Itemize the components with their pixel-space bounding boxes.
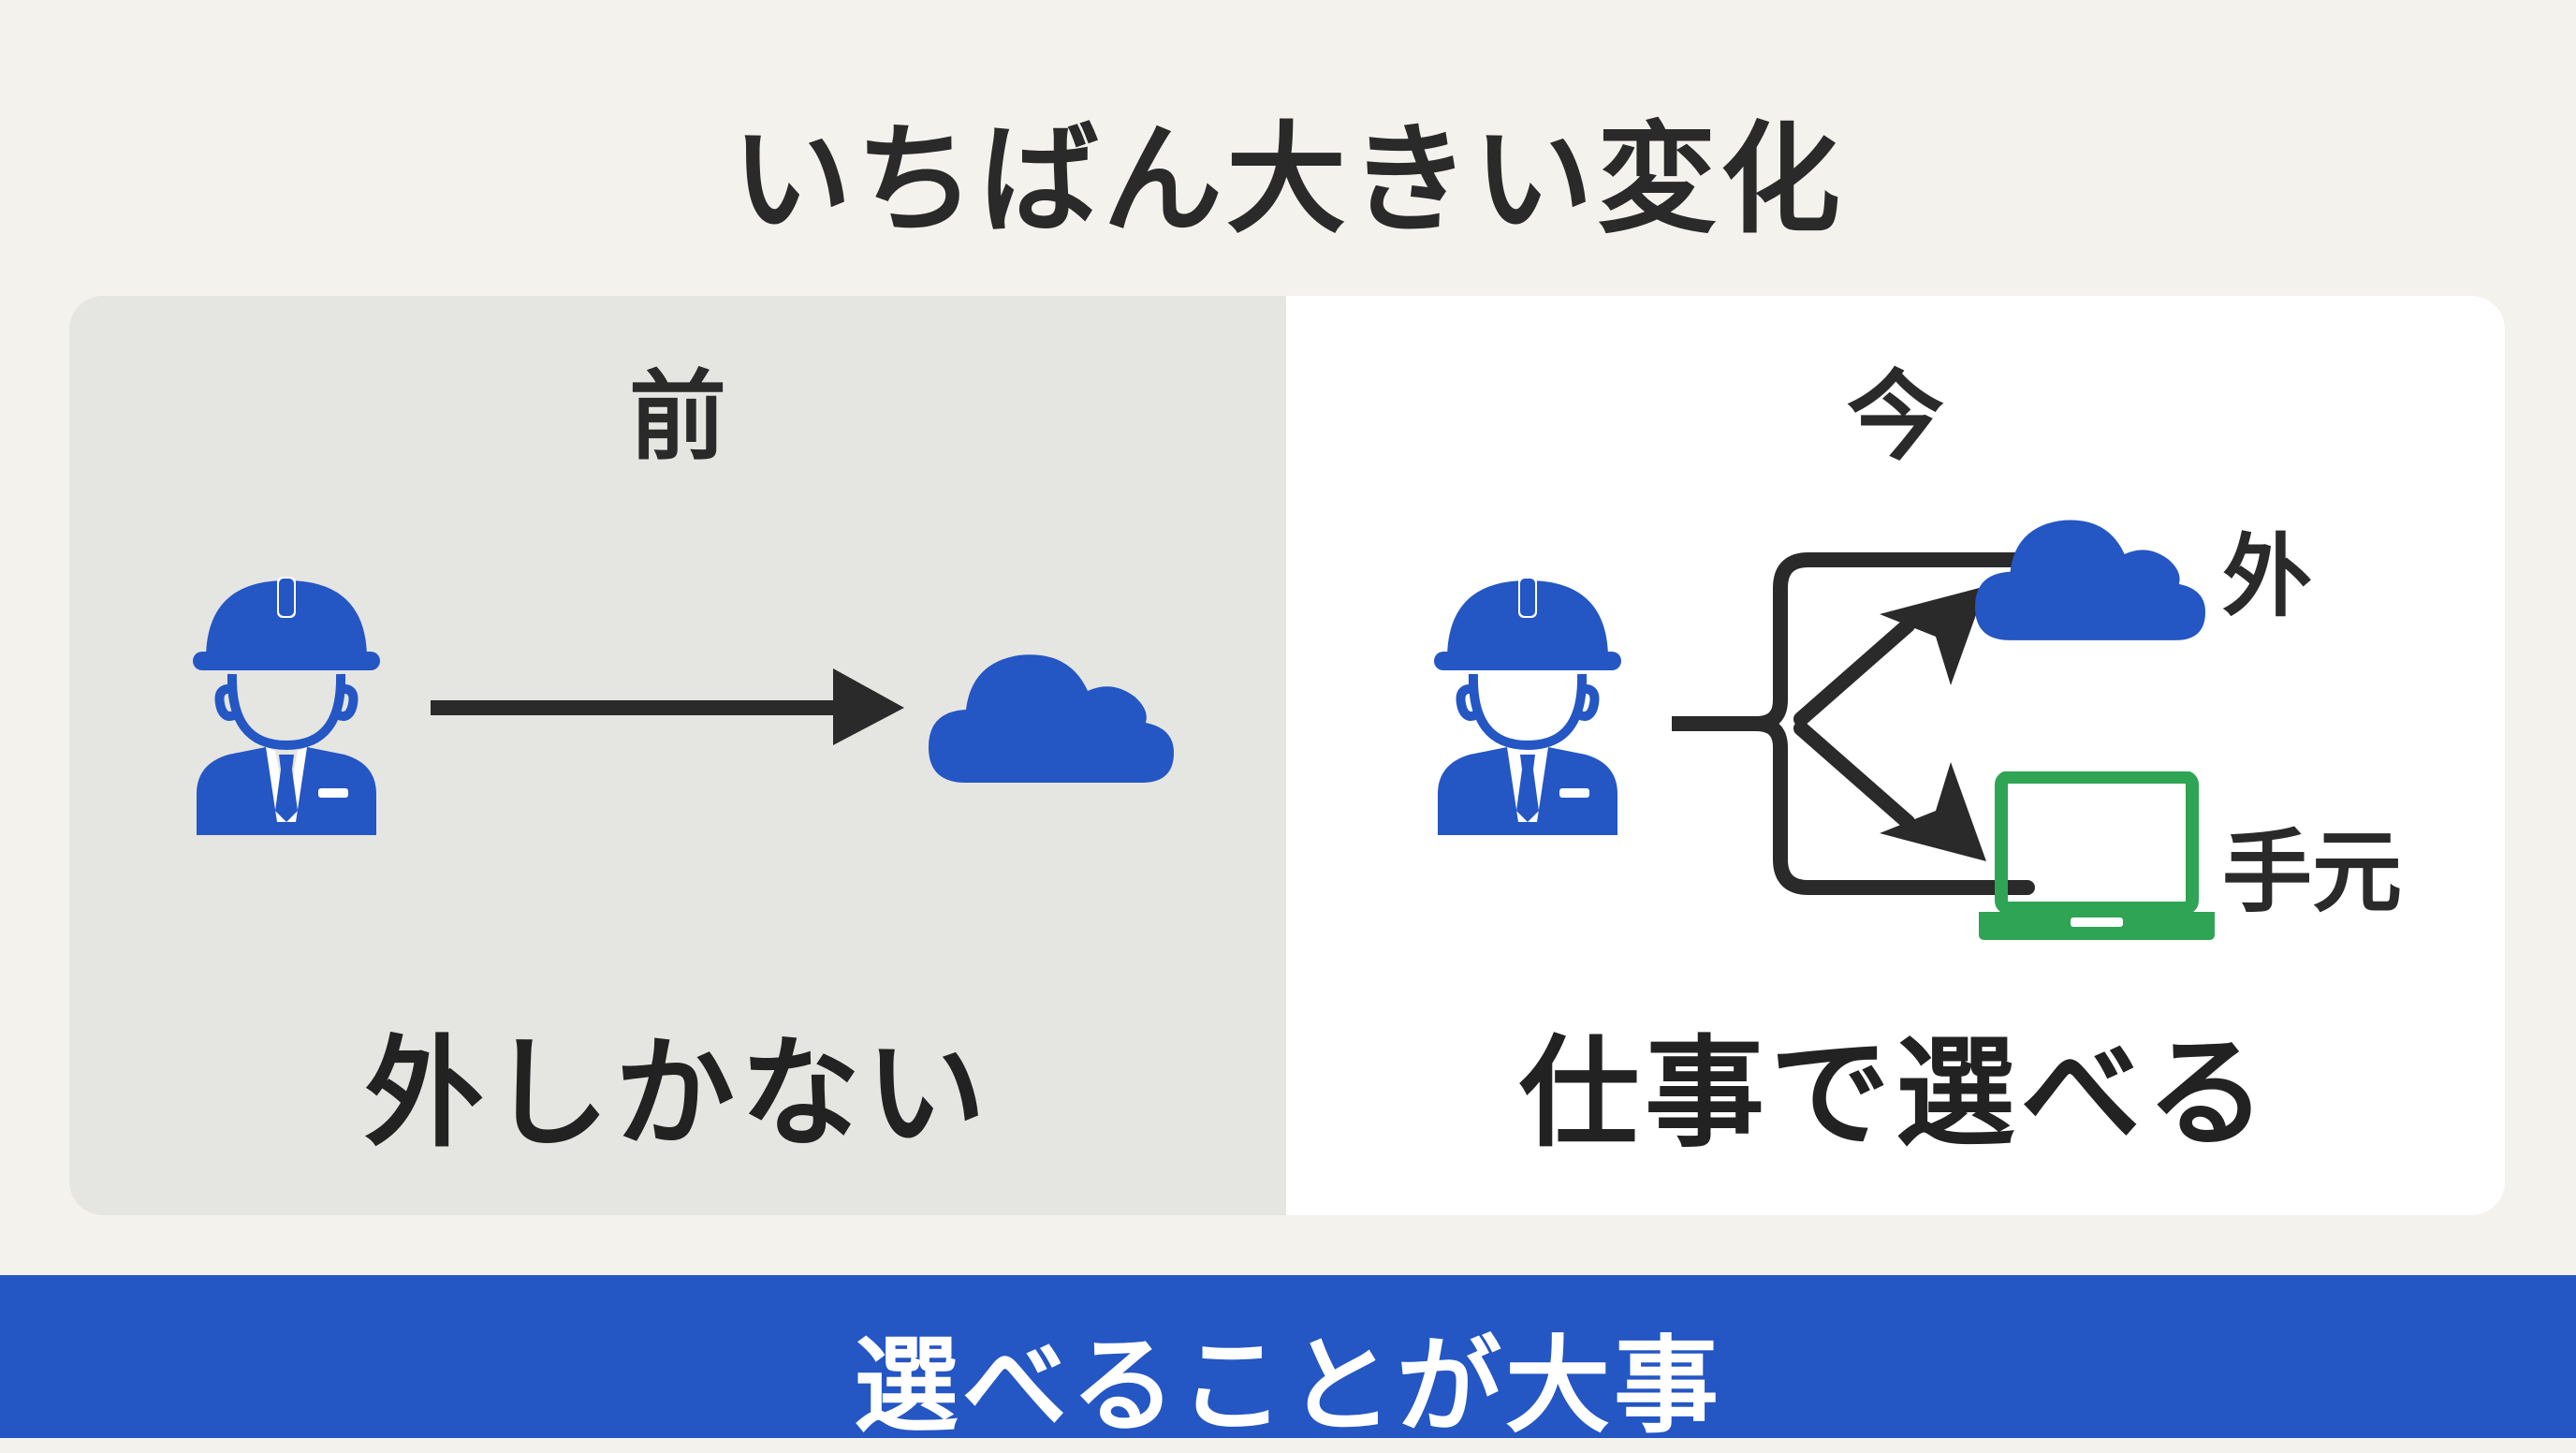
option-cloud-label: 外 bbox=[2222, 524, 2312, 629]
now-label: 今 bbox=[1846, 360, 1944, 474]
banner-text: 選べることが大事 bbox=[854, 1326, 1722, 1447]
cloud-icon bbox=[1975, 520, 2205, 640]
before-label: 前 bbox=[628, 360, 726, 474]
page-title: いちばん大きい変化 bbox=[731, 110, 1844, 250]
before-panel: 前 外しかない bbox=[69, 296, 1286, 1215]
bottom-banner: 選べることが大事 bbox=[0, 1275, 2576, 1447]
arrow-right-icon bbox=[431, 668, 904, 745]
branch-arrows-icon bbox=[1672, 552, 2035, 895]
worker-hardhat-icon bbox=[1434, 577, 1621, 835]
worker-hardhat-icon bbox=[193, 577, 380, 835]
laptop-icon bbox=[1979, 771, 2215, 940]
option-local-label: 手元 bbox=[2222, 820, 2402, 925]
cloud-icon bbox=[929, 654, 1174, 783]
now-caption: 仕事で選べる bbox=[1518, 1024, 2272, 1164]
now-panel: 今 外 bbox=[1286, 296, 2505, 1215]
before-caption: 外しかない bbox=[363, 1024, 991, 1164]
